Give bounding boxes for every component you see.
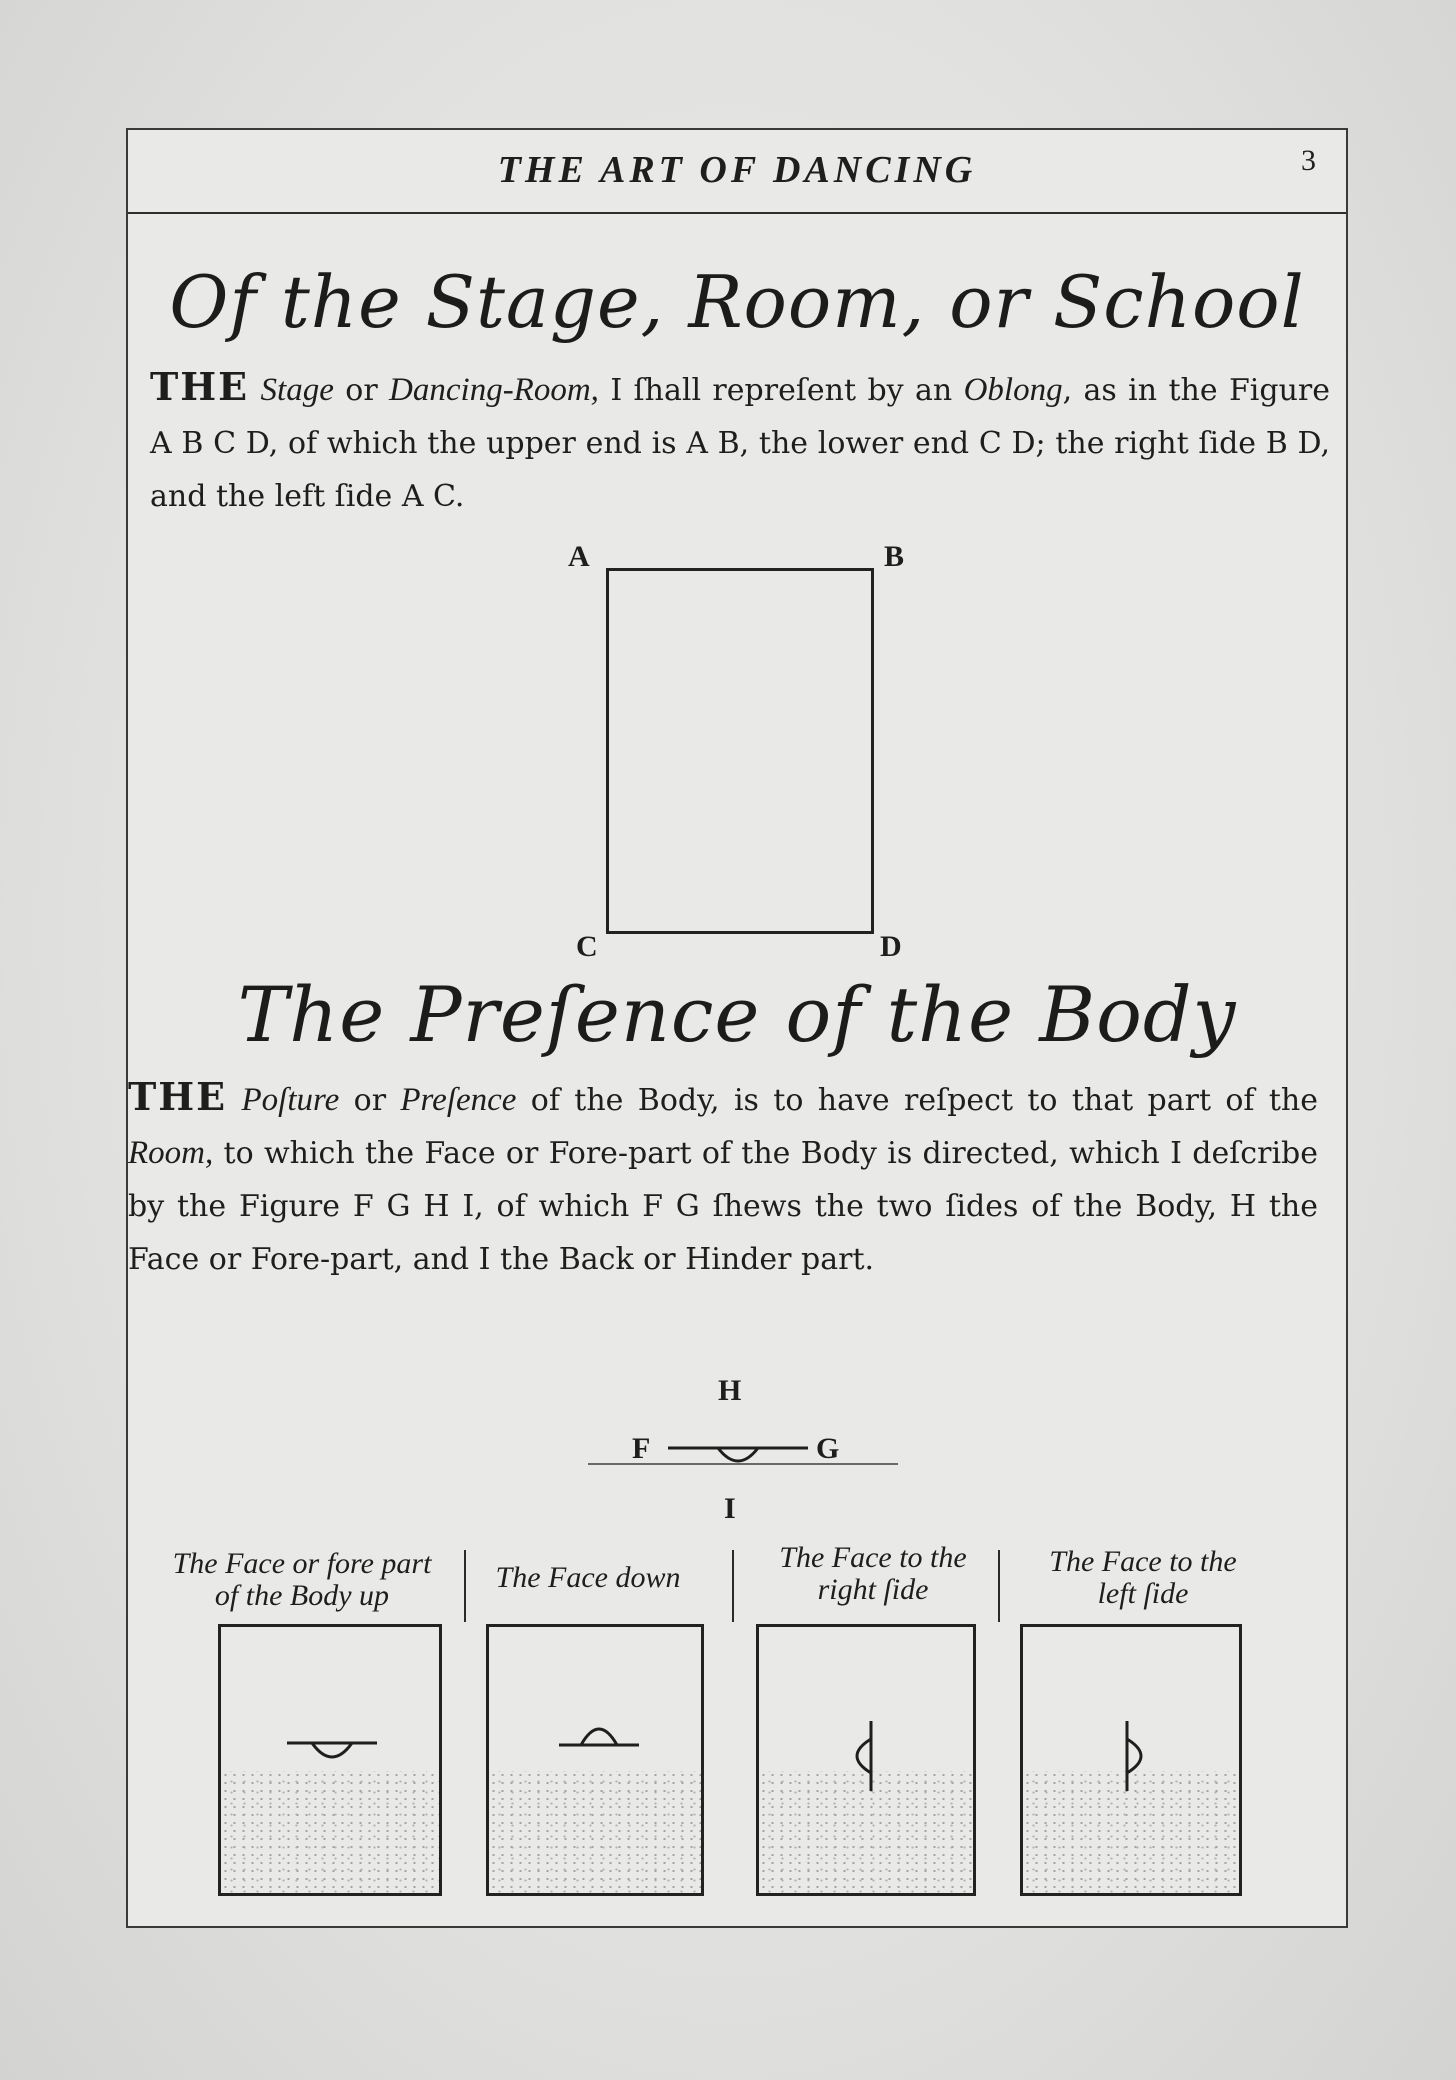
panel-box-face-right bbox=[756, 1624, 976, 1896]
panel-caption-face-down: The Face down bbox=[478, 1562, 698, 1594]
face-left-symbol bbox=[1125, 1721, 1143, 1791]
para-text: to which the Face or Fore-part of the Bo… bbox=[128, 1136, 1318, 1277]
para-text: or bbox=[339, 1083, 401, 1118]
panel-box-face-left bbox=[1020, 1624, 1242, 1896]
section-title-stage: Of the Stage, Room, or School bbox=[169, 260, 1305, 344]
para-initial-word: THE bbox=[128, 1074, 228, 1119]
running-head: THE ART OF DANCING bbox=[497, 149, 977, 191]
para-italic: Dancing-Room, bbox=[389, 372, 599, 408]
stipple-shading bbox=[1023, 1770, 1239, 1893]
caption-line: The Face or fore part bbox=[172, 1547, 432, 1580]
para-text bbox=[249, 373, 260, 408]
stipple-shading bbox=[489, 1770, 701, 1893]
caption-line: The Face to the bbox=[779, 1541, 967, 1574]
caption-line: The Face down bbox=[495, 1561, 681, 1594]
paragraph-stage: THE Stage or Dancing-Room, I ſhall repre… bbox=[150, 360, 1330, 523]
para-initial-word: THE bbox=[150, 364, 250, 409]
stipple-shading bbox=[759, 1770, 973, 1893]
para-italic: Room, bbox=[128, 1135, 214, 1171]
section-title-presence: The Preſence of the Body bbox=[237, 970, 1237, 1059]
panel-caption-face-up: The Face or fore part of the Body up bbox=[152, 1548, 452, 1612]
caption-line: The Face to the bbox=[1049, 1545, 1237, 1578]
panel-caption-face-right: The Face to the right ſide bbox=[748, 1542, 998, 1606]
page-header: THE ART OF DANCING 3 bbox=[128, 130, 1346, 214]
caption-divider bbox=[998, 1550, 1000, 1622]
caption-divider bbox=[732, 1550, 734, 1622]
face-up-symbol bbox=[287, 1741, 377, 1759]
figure-label-h: H bbox=[718, 1374, 742, 1407]
figure-label-b: B bbox=[884, 540, 905, 573]
caption-line: left ſide bbox=[1097, 1577, 1189, 1610]
figure-label-f: F bbox=[632, 1432, 651, 1465]
face-right-symbol bbox=[855, 1721, 873, 1791]
para-text bbox=[227, 1083, 241, 1118]
page-number: 3 bbox=[1301, 144, 1316, 177]
engraved-plate: THE ART OF DANCING 3 Of the Stage, Room,… bbox=[126, 128, 1348, 1928]
panel-caption-face-left: The Face to the left ſide bbox=[1018, 1546, 1268, 1610]
panel-box-face-down bbox=[486, 1624, 704, 1896]
stipple-shading bbox=[221, 1770, 439, 1893]
caption-line: right ſide bbox=[817, 1573, 929, 1606]
paragraph-presence: THE Poſture or Preſence of the Body, is … bbox=[128, 1070, 1318, 1286]
body-presence-figure bbox=[588, 1446, 898, 1465]
para-text: of the Body, is to have reſpect to that … bbox=[516, 1083, 1318, 1118]
para-italic: Poſture bbox=[241, 1082, 340, 1118]
figure-label-d: D bbox=[880, 930, 902, 963]
figure-label-i: I bbox=[724, 1492, 736, 1525]
figure-label-c: C bbox=[576, 930, 598, 963]
oblong-figure-abcd bbox=[606, 568, 874, 934]
figure-label-g: G bbox=[816, 1432, 840, 1465]
figure-label-a: A bbox=[568, 540, 590, 573]
para-text: or bbox=[333, 373, 390, 408]
face-down-symbol bbox=[559, 1727, 639, 1747]
panel-box-face-up bbox=[218, 1624, 442, 1896]
caption-divider bbox=[464, 1550, 466, 1622]
para-text: , as in the Figure A B C D, of which the… bbox=[150, 373, 1330, 514]
para-text: I ſhall repreſent by an bbox=[598, 373, 964, 408]
caption-line: of the Body up bbox=[214, 1579, 390, 1612]
para-italic: Oblong bbox=[963, 372, 1063, 408]
para-italic: Stage bbox=[260, 372, 334, 408]
para-italic: Preſence bbox=[400, 1082, 517, 1118]
